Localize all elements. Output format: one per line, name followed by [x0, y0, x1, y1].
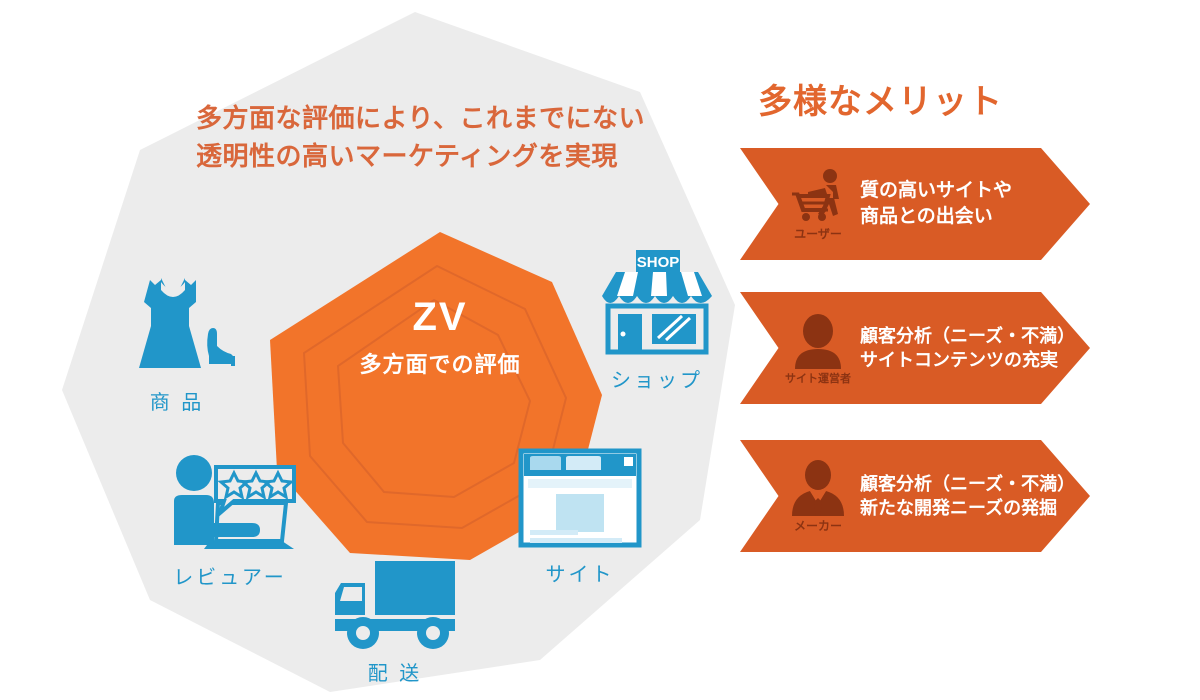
node-site[interactable]: サイト — [505, 444, 655, 587]
node-delivery[interactable]: 配 送 — [320, 543, 470, 686]
shop-sign-text: SHOP — [637, 254, 680, 271]
persona-label: ユーザー — [794, 227, 842, 241]
storefront-icon: SHOP — [582, 250, 732, 358]
persona-group: メーカー — [782, 458, 854, 534]
arrow-content: ユーザー 質の高いサイトや 商品との出会い — [740, 148, 1090, 260]
node-product[interactable]: 商 品 — [102, 272, 252, 415]
arrow-shape — [740, 292, 1090, 404]
browser-window-icon — [505, 444, 655, 552]
benefit-text: 質の高いサイトや 商品との出会い — [860, 180, 1013, 227]
benefits-panel: 多様なメリット — [740, 0, 1200, 700]
node-shop[interactable]: SHOP — [582, 250, 732, 393]
node-reviewer-label: レビュアー — [173, 567, 287, 589]
persona-label: メーカー — [793, 519, 842, 533]
octagon-outline-outer — [302, 264, 568, 530]
ecosystem-diagram: 多方面な評価により、これまでにない 透明性の高いマーケティングを実現 ZV 多方… — [62, 12, 735, 692]
benefit-text: 顧客分析（ニーズ・不満） 新たな開発ニーズの発掘 — [860, 473, 1076, 518]
octagon-outline-inner — [336, 298, 532, 499]
benefit-arrow-user[interactable]: ユーザー 質の高いサイトや 商品との出会い — [740, 148, 1090, 260]
arrow-content: サイト運営者 顧客分析（ニーズ・不満） サイトコンテンツの充実 — [740, 292, 1090, 404]
person-avatar-icon — [782, 311, 854, 369]
delivery-truck-icon — [320, 543, 470, 651]
persona-group: ユーザー — [782, 166, 854, 242]
arrow-content: メーカー 顧客分析（ニーズ・不満） 新たな開発ニーズの発掘 — [740, 440, 1090, 552]
benefit-text: 顧客分析（ニーズ・不満） サイトコンテンツの充実 — [860, 325, 1076, 370]
node-reviewer[interactable]: レビュアー — [155, 447, 305, 590]
reviewer-laptop-stars-icon — [155, 447, 305, 555]
benefits-title: 多様なメリット — [758, 83, 1003, 121]
arrow-shape — [740, 440, 1090, 552]
benefit-arrow-manufacturer[interactable]: メーカー 顧客分析（ニーズ・不満） 新たな開発ニーズの発掘 — [740, 440, 1090, 552]
node-shop-label: ショップ — [611, 370, 703, 392]
node-product-label: 商 品 — [149, 392, 205, 414]
businessman-suit-icon — [782, 458, 854, 516]
persona-group: サイト運営者 — [782, 311, 854, 386]
benefit-arrow-site-operator[interactable]: サイト運営者 顧客分析（ニーズ・不満） サイトコンテンツの充実 — [740, 292, 1090, 404]
persona-label: サイト運営者 — [785, 372, 851, 385]
node-site-label: サイト — [545, 564, 615, 586]
node-delivery-label: 配 送 — [367, 663, 423, 685]
arrow-shape — [740, 148, 1090, 260]
dress-and-heel-icon — [102, 272, 252, 380]
shopping-cart-person-icon — [782, 166, 854, 224]
diagram-headline: 多方面な評価により、これまでにない 透明性の高いマーケティングを実現 — [196, 103, 645, 171]
